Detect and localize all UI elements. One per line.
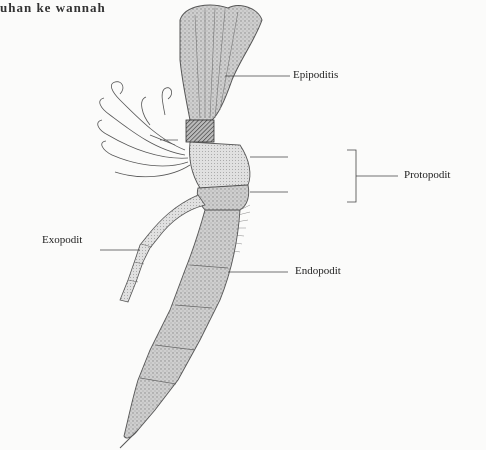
label-exopodit: Exopodit <box>42 234 82 246</box>
gill-setae <box>98 82 190 177</box>
label-protopodit: Protopodit <box>404 169 450 181</box>
protopodite-bracket <box>347 150 365 202</box>
endopodite-structure <box>120 210 240 448</box>
label-endopodit: Endopodit <box>295 265 341 277</box>
hatched-joint <box>186 120 214 142</box>
epipodite-structure <box>180 5 262 120</box>
label-epipodite: Epipoditis <box>293 69 338 81</box>
